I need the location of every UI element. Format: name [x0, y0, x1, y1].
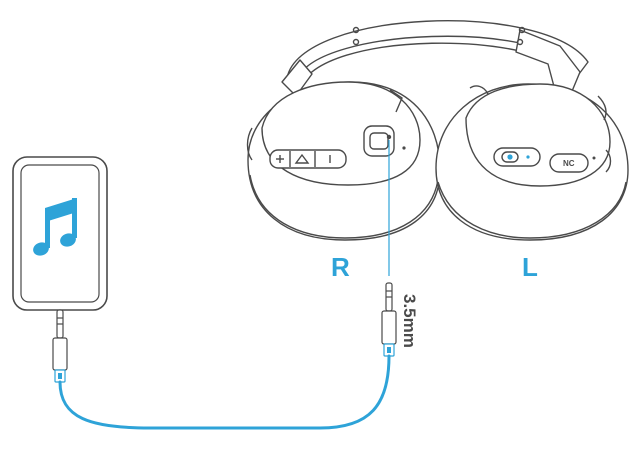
smartphone [12, 156, 108, 311]
headband [281, 20, 589, 97]
left-ear-cup: NC [435, 83, 629, 241]
left-side-label: L [522, 252, 538, 282]
phone-side-plug [52, 309, 68, 383]
left-ear-shell [465, 83, 611, 187]
right-ear-cup [246, 81, 441, 241]
nc-button-label: NC [563, 159, 575, 168]
audio-cable [52, 282, 397, 430]
triangle-icon [294, 153, 310, 164]
phone-screen [20, 164, 100, 303]
right-ear-shell [261, 81, 421, 186]
music-note-icon [33, 198, 77, 256]
nc-button [549, 153, 589, 173]
jack-size-label: 3.5mm [400, 294, 419, 348]
headphone-side-plug [381, 282, 397, 357]
cable-wire [58, 354, 391, 430]
right-control-strip [269, 149, 347, 169]
plus-icon [276, 155, 284, 163]
right-side-label: R [331, 252, 350, 282]
